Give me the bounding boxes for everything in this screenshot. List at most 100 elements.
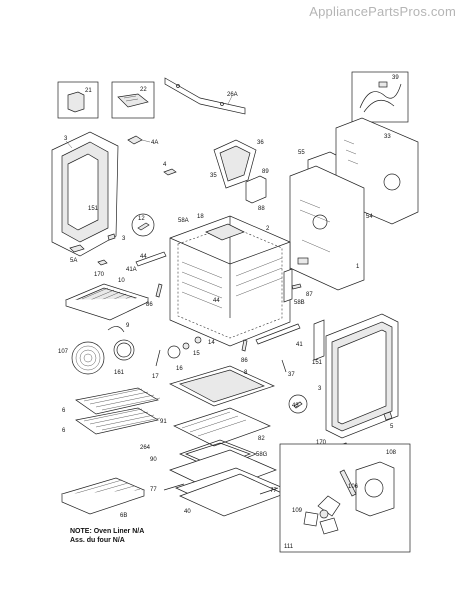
part-8-oven-bottom: 8 [169, 365, 275, 407]
callout-18: 18 [197, 214, 204, 220]
part-15-lamp-cover: 15 [182, 342, 200, 357]
callout-16: 16 [176, 366, 183, 372]
callout-111: 111 [284, 544, 294, 550]
callout-1: 1 [356, 264, 360, 270]
callout-12: 12 [138, 216, 145, 222]
callout-35: 35 [210, 173, 217, 179]
callout-170-bot: 170 [316, 440, 327, 446]
callout-4: 4 [163, 162, 167, 168]
callout-3-right: 3 [318, 386, 322, 392]
part-39-box: 39 [351, 71, 409, 123]
part-37-rod: 37 [281, 359, 295, 378]
part-54-rear-frame: 54 1 [289, 165, 373, 291]
part-107-fan-cover: 107 [58, 341, 105, 375]
callout-88: 88 [258, 206, 265, 212]
callout-4a: 4A [151, 140, 158, 146]
part-58a-oven-cavity: 58A 18 2 44 [169, 214, 291, 347]
callout-91: 91 [160, 419, 167, 425]
callout-77-a: 77 [150, 487, 157, 493]
callout-161: 161 [114, 370, 125, 376]
part-22-box: 22 [111, 81, 155, 119]
part-3-small-screw: 3 [107, 233, 126, 242]
callout-44-b: 44 [213, 298, 220, 304]
part-41a-trim: 44 41A [126, 251, 167, 273]
callout-44-a: 44 [140, 254, 147, 260]
callout-9: 9 [126, 323, 130, 329]
part-3-outer-door: 3 151 [51, 131, 119, 257]
callout-36: 36 [257, 140, 264, 146]
callout-264: 264 [140, 445, 151, 451]
part-4a-hinge: 4A [127, 135, 158, 146]
part-16-lamp: 16 [167, 345, 183, 372]
callout-89: 89 [262, 169, 269, 175]
callout-43: 43 [292, 403, 299, 409]
part-10-broiler-pan: 10 [65, 278, 149, 321]
callout-170-top: 170 [94, 272, 105, 278]
callout-3-top: 3 [64, 136, 68, 142]
part-14-socket: 14 [194, 336, 215, 346]
callout-86-b: 86 [241, 358, 248, 364]
callout-37: 37 [288, 372, 295, 378]
callout-87: 87 [306, 292, 313, 298]
callout-26a: 26A [227, 92, 238, 98]
callout-40: 40 [184, 509, 191, 515]
callout-21: 21 [85, 88, 92, 94]
diagram-note: NOTE: Oven Liner N/A Ass. du four N/A [70, 527, 144, 545]
part-41-trim: 41 [255, 323, 303, 348]
part-4-hinge: 4 [163, 162, 177, 176]
part-6-oven-racks: 6 6 [62, 387, 161, 435]
part-21-box: 21 [57, 81, 99, 119]
watermark: AppliancePartsPros.com [309, 4, 456, 19]
callout-55: 55 [298, 150, 305, 156]
callout-86-a: 86 [146, 302, 153, 308]
callout-5-right: 5 [390, 424, 394, 430]
part-17-rod: 17 [152, 349, 161, 380]
part-26a-bracket: 26A [164, 77, 246, 115]
part-151-right-insulation: 151 [312, 319, 325, 366]
part-58b-insulation-side: 58B 87 [283, 268, 313, 306]
callout-2: 2 [266, 226, 270, 232]
part-convection-fan-box: 108 106 109 111 [279, 443, 411, 553]
part-91-82-shield: 91 82 [160, 407, 271, 447]
callout-77-b: 77 [270, 488, 277, 494]
callout-109: 109 [292, 508, 303, 514]
callout-5a-top: 5A [70, 258, 77, 264]
callout-6-b: 6 [62, 428, 66, 434]
callout-3-small: 3 [122, 236, 126, 242]
callout-33: 33 [384, 134, 391, 140]
callout-41: 41 [296, 342, 303, 348]
callout-90: 90 [150, 457, 157, 463]
callout-58a: 58A [178, 218, 189, 224]
callout-6b: 6B [120, 513, 127, 519]
callout-15: 15 [193, 351, 200, 357]
callout-22: 22 [140, 87, 147, 93]
part-43-screw: 43 [288, 394, 308, 414]
callout-54: 54 [366, 214, 373, 220]
callout-82: 82 [258, 436, 265, 442]
callout-107: 107 [58, 349, 69, 355]
part-9-rack-guide: 9 [107, 323, 130, 333]
callout-10: 10 [118, 278, 125, 284]
note-line-1: NOTE: Oven Liner N/A [70, 528, 145, 535]
callout-58b: 58B [294, 300, 305, 306]
callout-17: 17 [152, 374, 159, 380]
part-12-sensor: 12 [131, 213, 155, 237]
part-86-b-spacer: 86 [241, 339, 248, 364]
part-6b-broil-rack: 6B [61, 477, 145, 519]
callout-106: 106 [348, 484, 359, 490]
part-36-vent-duct: 36 35 [210, 139, 264, 189]
callout-151-right: 151 [312, 360, 323, 366]
part-3-right-outer-door: 3 [318, 313, 399, 439]
callout-6-a: 6 [62, 408, 66, 414]
part-170-top-clip: 170 [94, 259, 108, 278]
callout-151-left: 151 [88, 206, 99, 212]
part-5a-top-hinge: 5A [69, 244, 85, 264]
part-86-a-spacer: 86 [146, 283, 163, 308]
callout-39: 39 [392, 75, 399, 81]
callout-14: 14 [208, 340, 215, 346]
part-89-88-bracket: 89 88 [245, 169, 269, 212]
callout-58g: 58G [256, 452, 268, 458]
part-161-convection-element: 161 [113, 339, 135, 376]
